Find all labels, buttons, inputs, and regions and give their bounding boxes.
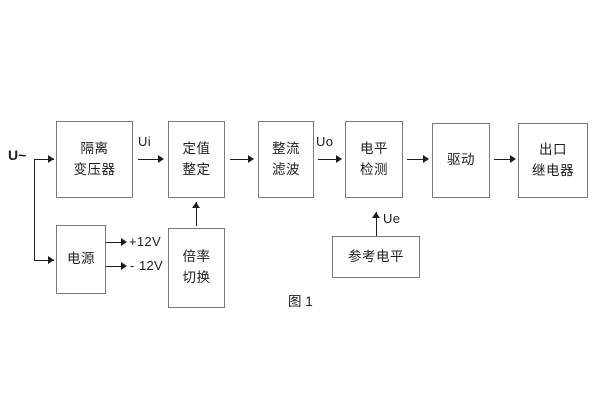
wire-drive-to-output-relay xyxy=(494,159,513,160)
arrow-drive-to-output-relay xyxy=(510,155,516,163)
wire-reference-to-level xyxy=(376,212,377,236)
block-drive[interactable]: 驱动 xyxy=(432,123,490,198)
block-line: 继电器 xyxy=(532,162,574,178)
signal-label-ue: Ue xyxy=(383,211,401,226)
wire-level-to-drive xyxy=(407,159,426,160)
arrow-multiplier-to-setting xyxy=(192,202,200,208)
arrow-transformer-to-setting xyxy=(158,155,164,163)
block-line: 变压器 xyxy=(73,161,116,177)
block-level-detection[interactable]: 电平 检测 xyxy=(345,121,403,198)
wire-rectify-to-level xyxy=(318,159,339,160)
block-line: 电源 xyxy=(67,251,95,267)
wire-multiplier-to-setting xyxy=(196,202,197,226)
block-setting-value[interactable]: 定值 整定 xyxy=(168,121,225,198)
rail-label-positive: +12V xyxy=(129,234,161,249)
wire-setting-to-rectify xyxy=(230,159,251,160)
input-bus-vertical xyxy=(34,159,35,260)
arrow-reference-to-level xyxy=(372,212,380,218)
block-line: 驱动 xyxy=(447,152,475,168)
block-line: 电平 xyxy=(360,140,388,156)
signal-label-ui: Ui xyxy=(138,134,151,149)
block-multiplier-switch[interactable]: 倍率 切换 xyxy=(168,228,225,308)
block-reference-level[interactable]: 参考电平 xyxy=(332,236,420,278)
wire-rail-positive xyxy=(106,242,124,243)
block-power-supply[interactable]: 电源 xyxy=(56,225,106,294)
block-line: 参考电平 xyxy=(348,248,404,264)
arrow-input-to-power-supply xyxy=(48,256,54,264)
arrow-input-to-transformer xyxy=(48,155,54,163)
block-rectify-filter[interactable]: 整流 滤波 xyxy=(258,121,314,198)
arrow-rail-positive xyxy=(121,238,127,246)
input-bus-bottom-stub xyxy=(34,260,54,261)
block-line: 整流 xyxy=(272,140,300,156)
wire-rail-negative xyxy=(106,266,124,267)
signal-label-uo: Uo xyxy=(316,134,334,149)
block-line: 滤波 xyxy=(272,161,300,177)
block-output-relay[interactable]: 出口 继电器 xyxy=(518,123,588,198)
block-line: 出口 xyxy=(539,141,567,157)
input-label-u-ac: U~ xyxy=(8,147,27,163)
block-line: 定值 xyxy=(182,140,211,156)
block-line: 检测 xyxy=(360,161,388,177)
block-line: 切换 xyxy=(182,270,211,285)
input-bus-top-stub xyxy=(34,159,54,160)
block-line: 倍率 xyxy=(182,249,211,265)
arrow-setting-to-rectify xyxy=(248,155,254,163)
arrow-rectify-to-level xyxy=(336,155,342,163)
block-line: 隔离 xyxy=(80,140,109,156)
block-isolation-transformer[interactable]: 隔离 变压器 xyxy=(56,121,133,198)
block-line: 整定 xyxy=(182,161,211,177)
arrow-rail-negative xyxy=(121,262,127,270)
rail-label-negative-sign: - xyxy=(130,258,135,273)
wire-transformer-to-setting xyxy=(138,159,160,160)
rail-label-negative: 12V xyxy=(139,258,164,273)
figure-caption: 图 1 xyxy=(288,294,313,309)
arrow-level-to-drive xyxy=(423,155,429,163)
